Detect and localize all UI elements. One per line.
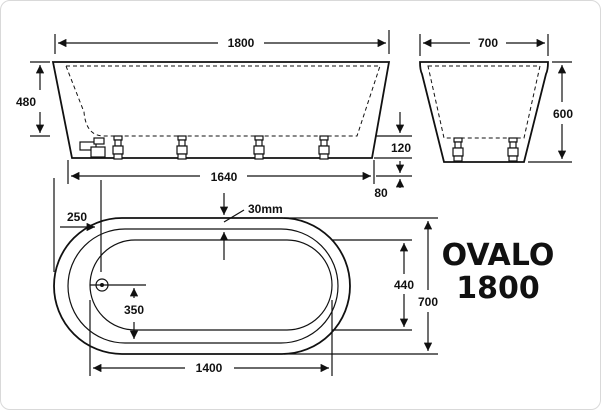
side-length-label: 1800 <box>228 36 255 50</box>
side-waste-fitting <box>79 137 106 158</box>
product-size: 1800 <box>456 271 540 306</box>
side-inner-length-label: 1640 <box>211 170 238 184</box>
plan-rim-label: 30mm <box>248 202 283 216</box>
side-feet <box>112 135 330 160</box>
side-elevation: 1800 480 1640 1 <box>16 30 412 200</box>
plan-inner-width-label: 440 <box>394 278 414 292</box>
plan-offset-label: 250 <box>67 210 87 224</box>
side-tub-inner-dashed <box>65 65 381 137</box>
end-elevation: 700 600 <box>419 34 573 163</box>
plan-rim-leader <box>223 209 245 223</box>
plan-inner-length-label: 1400 <box>196 361 223 375</box>
product-name: OVALO <box>442 238 555 273</box>
end-feet <box>452 137 519 162</box>
plan-drain-offset-label: 350 <box>124 303 144 317</box>
side-foot-height-label: 120 <box>391 141 411 155</box>
end-height-label: 600 <box>553 107 573 121</box>
end-tub-inner-dashed <box>427 65 541 139</box>
plan-rim-inner-edge <box>67 228 339 344</box>
side-height-label: 480 <box>16 95 36 109</box>
plan-outer-width-label: 700 <box>418 295 438 309</box>
side-offset-label: 80 <box>374 186 388 200</box>
end-width-label: 700 <box>478 36 498 50</box>
plan-view: 250 30mm 440 700 350 1400 <box>53 178 438 376</box>
side-tub-outline <box>51 61 391 159</box>
plan-outer-rim <box>53 217 351 355</box>
end-tub-outline <box>419 61 549 163</box>
